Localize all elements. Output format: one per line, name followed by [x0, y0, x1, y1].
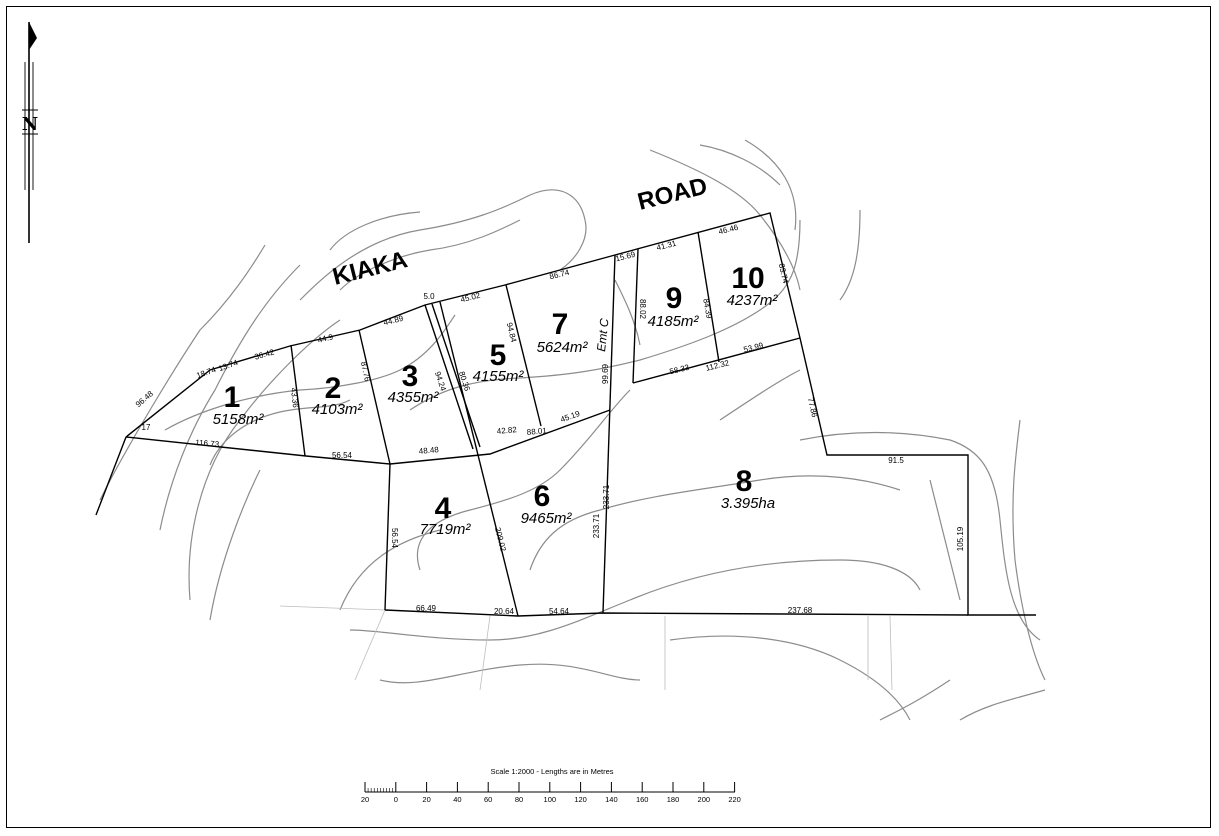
scale-tick-label: 100 — [544, 795, 557, 804]
lot-6-number: 6 — [534, 480, 551, 513]
dim-label: 53.99 — [743, 341, 765, 355]
dim-label: 91.5 — [888, 456, 904, 465]
dim-label: 42.82 — [496, 425, 517, 436]
lot-boundaries — [95, 212, 1036, 617]
lot-7-area: 5624m² — [537, 339, 589, 356]
lot-2-area: 4103m² — [312, 401, 364, 418]
north-arrow-label: N — [22, 114, 38, 135]
dim-label: 99.69 — [601, 363, 610, 384]
road-label-road: ROAD — [635, 173, 710, 216]
dim-label: 233.71 — [592, 513, 601, 538]
dim-label: 86.74 — [549, 268, 571, 282]
dim-label: 88.01 — [526, 426, 547, 437]
scale-tick-label: 120 — [574, 795, 587, 804]
lot-6-area: 9465m² — [521, 510, 573, 527]
dim-label: 233.71 — [602, 484, 611, 509]
scale-caption: Scale 1:2000 - Lengths are in Metres — [491, 767, 614, 776]
dim-label: 46.46 — [718, 223, 740, 237]
map-frame — [6, 6, 1211, 828]
lot-9-number: 9 — [666, 282, 683, 315]
scale-tick-label: 60 — [484, 795, 492, 804]
scale-tick-label: 0 — [394, 795, 398, 804]
lot-5-area: 4155m² — [473, 368, 525, 385]
dim-label: 20.64 — [494, 607, 515, 616]
lot-3-number: 3 — [402, 360, 419, 393]
lot-3-area: 4355m² — [388, 389, 440, 406]
dim-label: 56.54 — [332, 451, 353, 460]
lot-1-area: 5158m² — [213, 411, 265, 428]
lot-8-area: 3.395ha — [721, 495, 775, 512]
lot-10-area: 4237m² — [727, 292, 779, 309]
dim-label: 116.73 — [195, 438, 220, 449]
scale-tick-label: 40 — [453, 795, 461, 804]
scale-tick-label: 220 — [728, 795, 741, 804]
dim-label: 41.31 — [656, 239, 678, 253]
contour-lines — [99, 139, 1046, 721]
dim-label: 58.33 — [669, 363, 691, 377]
scale-tick-label: 140 — [605, 795, 618, 804]
lot-1-number: 1 — [224, 381, 241, 414]
scale-tick-label: 200 — [698, 795, 711, 804]
dim-label: 36.42 — [253, 347, 275, 361]
dim-label: 237.68 — [788, 606, 813, 615]
lot-4-area: 7719m² — [420, 521, 472, 538]
scale-tick-label: 80 — [515, 795, 523, 804]
lot-4-number: 4 — [435, 492, 452, 525]
dim-label: 83.74 — [777, 263, 790, 285]
dim-label: 18.74 — [195, 365, 217, 380]
dim-label: 44.9 — [317, 332, 335, 345]
lot-8-number: 8 — [736, 465, 753, 498]
dim-label: 44.89 — [383, 314, 405, 328]
dim-label: 66.49 — [416, 604, 437, 613]
dim-label: 105.19 — [956, 526, 965, 551]
road-label-kiaka: KIAKA — [330, 246, 410, 291]
scale-tick-label: 160 — [636, 795, 649, 804]
lot-7-number: 7 — [552, 308, 569, 341]
scale-tick-label: 20 — [361, 795, 369, 804]
dim-label: 56.54 — [390, 528, 399, 549]
lot-5-number: 5 — [490, 339, 507, 372]
dim-label: 13.74 — [217, 358, 239, 373]
lot-10-number: 10 — [731, 262, 764, 295]
dim-label: 45.02 — [460, 291, 482, 305]
easement-label: Emt C — [594, 317, 611, 352]
lot-labels: 1 5158m² 2 4103m² 3 4355m² 4 7719m² 5 41… — [213, 262, 779, 538]
dim-label: 87.76 — [359, 361, 372, 383]
faint-lines — [279, 605, 893, 691]
lot-2-number: 2 — [325, 372, 342, 405]
scale-tick-label: 180 — [667, 795, 680, 804]
north-arrow: N — [22, 22, 38, 243]
dim-label: 88.02 — [638, 299, 647, 320]
dim-label: 84.39 — [701, 298, 713, 320]
dim-label: 209.02 — [493, 526, 508, 552]
dim-label: 112.32 — [705, 358, 731, 373]
dim-label: 43.36 — [289, 387, 300, 408]
dim-label: 77.86 — [806, 397, 819, 419]
dim-label: 48.48 — [418, 445, 439, 456]
lot-9-area: 4185m² — [648, 313, 700, 330]
dim-label: 17 — [142, 423, 151, 432]
dim-label: 15.69 — [615, 250, 637, 264]
scale-tick-label: 20 — [422, 795, 430, 804]
dim-label: 5.0 — [423, 292, 435, 301]
dim-label: 54.64 — [549, 607, 570, 616]
